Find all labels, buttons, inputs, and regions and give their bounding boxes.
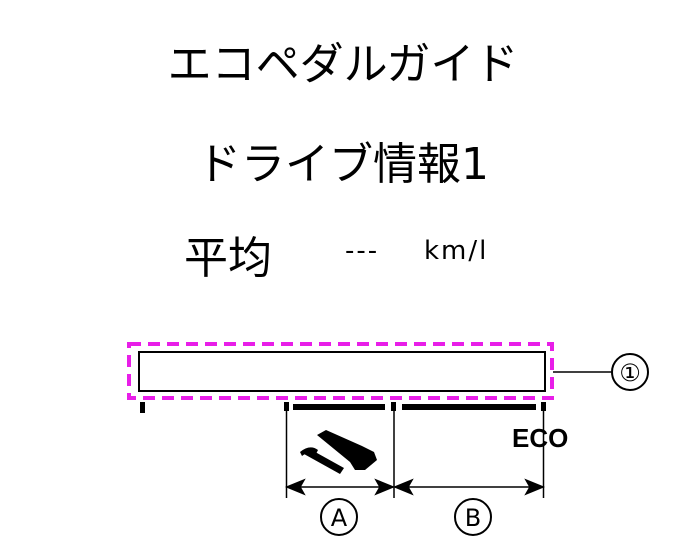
callout-number: ① — [619, 359, 641, 387]
tick-eco — [541, 402, 546, 411]
accelerator-pedal-icon — [300, 430, 377, 474]
eco-label: ECO — [512, 423, 568, 453]
tick-b — [391, 402, 396, 411]
zone-b-circle — [454, 498, 492, 536]
average-value: --- — [345, 236, 380, 266]
subtitle: ドライブ情報1 — [197, 139, 489, 190]
average-label: 平均 — [184, 233, 272, 284]
title: エコペダルガイド — [167, 39, 519, 90]
tick-a — [284, 402, 289, 411]
zone-a-label: A — [331, 504, 348, 532]
segment-a — [293, 404, 385, 410]
dimension-arrow-a — [285, 478, 395, 496]
segment-b — [402, 404, 536, 410]
average-unit: km/l — [424, 236, 489, 266]
callout-circle — [611, 353, 649, 391]
zone-b-label: B — [465, 504, 481, 532]
dimension-arrow-b — [393, 478, 545, 496]
tick-start — [140, 402, 145, 413]
eco-gauge-bar — [138, 351, 546, 392]
highlight-dashed-box — [127, 342, 554, 400]
zone-a-circle — [320, 498, 358, 536]
